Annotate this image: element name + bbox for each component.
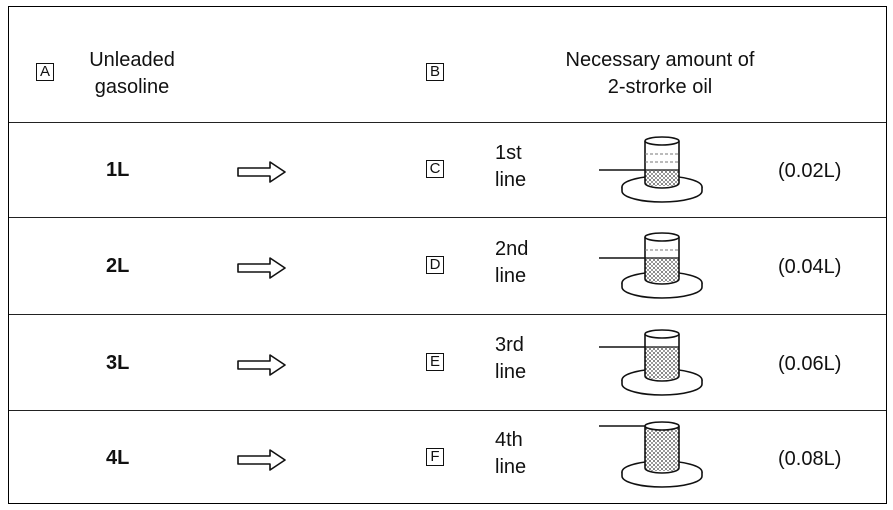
gasoline-amount: 1L: [106, 159, 130, 181]
row-divider: [9, 410, 886, 411]
gasoline-amount: 2L: [106, 255, 130, 277]
oil-amount: (0.08L): [778, 448, 842, 470]
row-divider: [9, 217, 886, 218]
gasoline-amount: 4L: [106, 447, 130, 469]
right-arrow-icon: [237, 449, 286, 471]
header-col-b: Necessary amount of 2-strorke oil: [530, 47, 790, 101]
header-col-a-line1: Unleaded: [89, 49, 175, 71]
label-box-d: D: [426, 256, 444, 274]
oil-measuring-cup-icon: [599, 136, 703, 203]
oil-measuring-cup-icon: [599, 421, 703, 488]
line-number: 3rd: [495, 334, 524, 356]
row-divider: [9, 122, 886, 123]
oil-amount: (0.06L): [778, 353, 842, 375]
right-arrow-icon: [237, 161, 286, 183]
line-word: line: [495, 361, 527, 383]
oil-amount: (0.04L): [778, 256, 842, 278]
line-number: 1st: [495, 142, 522, 164]
label-box-f: F: [426, 448, 444, 466]
oil-measuring-cup-icon: [599, 232, 703, 299]
header-col-a: Unleaded gasoline: [62, 47, 202, 101]
gasoline-amount: 3L: [106, 352, 130, 374]
line-number: 2nd: [495, 238, 529, 260]
label-box-b: B: [426, 63, 444, 81]
right-arrow-icon: [237, 354, 286, 376]
line-word: line: [495, 169, 527, 191]
oil-amount: (0.02L): [778, 160, 842, 182]
oil-measuring-cup-icon: [599, 329, 703, 396]
line-word: line: [495, 456, 527, 478]
right-arrow-icon: [237, 257, 286, 279]
header-col-a-line2: gasoline: [94, 76, 170, 98]
line-label: 2nd line: [495, 236, 528, 290]
line-label: 4th line: [495, 427, 526, 481]
label-box-a: A: [36, 63, 54, 81]
label-box-c: C: [426, 160, 444, 178]
line-word: line: [495, 265, 527, 287]
header-col-b-line1: Necessary amount of: [565, 49, 755, 71]
line-label: 1st line: [495, 140, 526, 194]
table-frame: [8, 6, 887, 504]
line-label: 3rd line: [495, 332, 526, 386]
line-number: 4th: [495, 429, 523, 451]
label-box-e: E: [426, 353, 444, 371]
header-col-b-line2: 2-strorke oil: [607, 76, 713, 98]
row-divider: [9, 314, 886, 315]
